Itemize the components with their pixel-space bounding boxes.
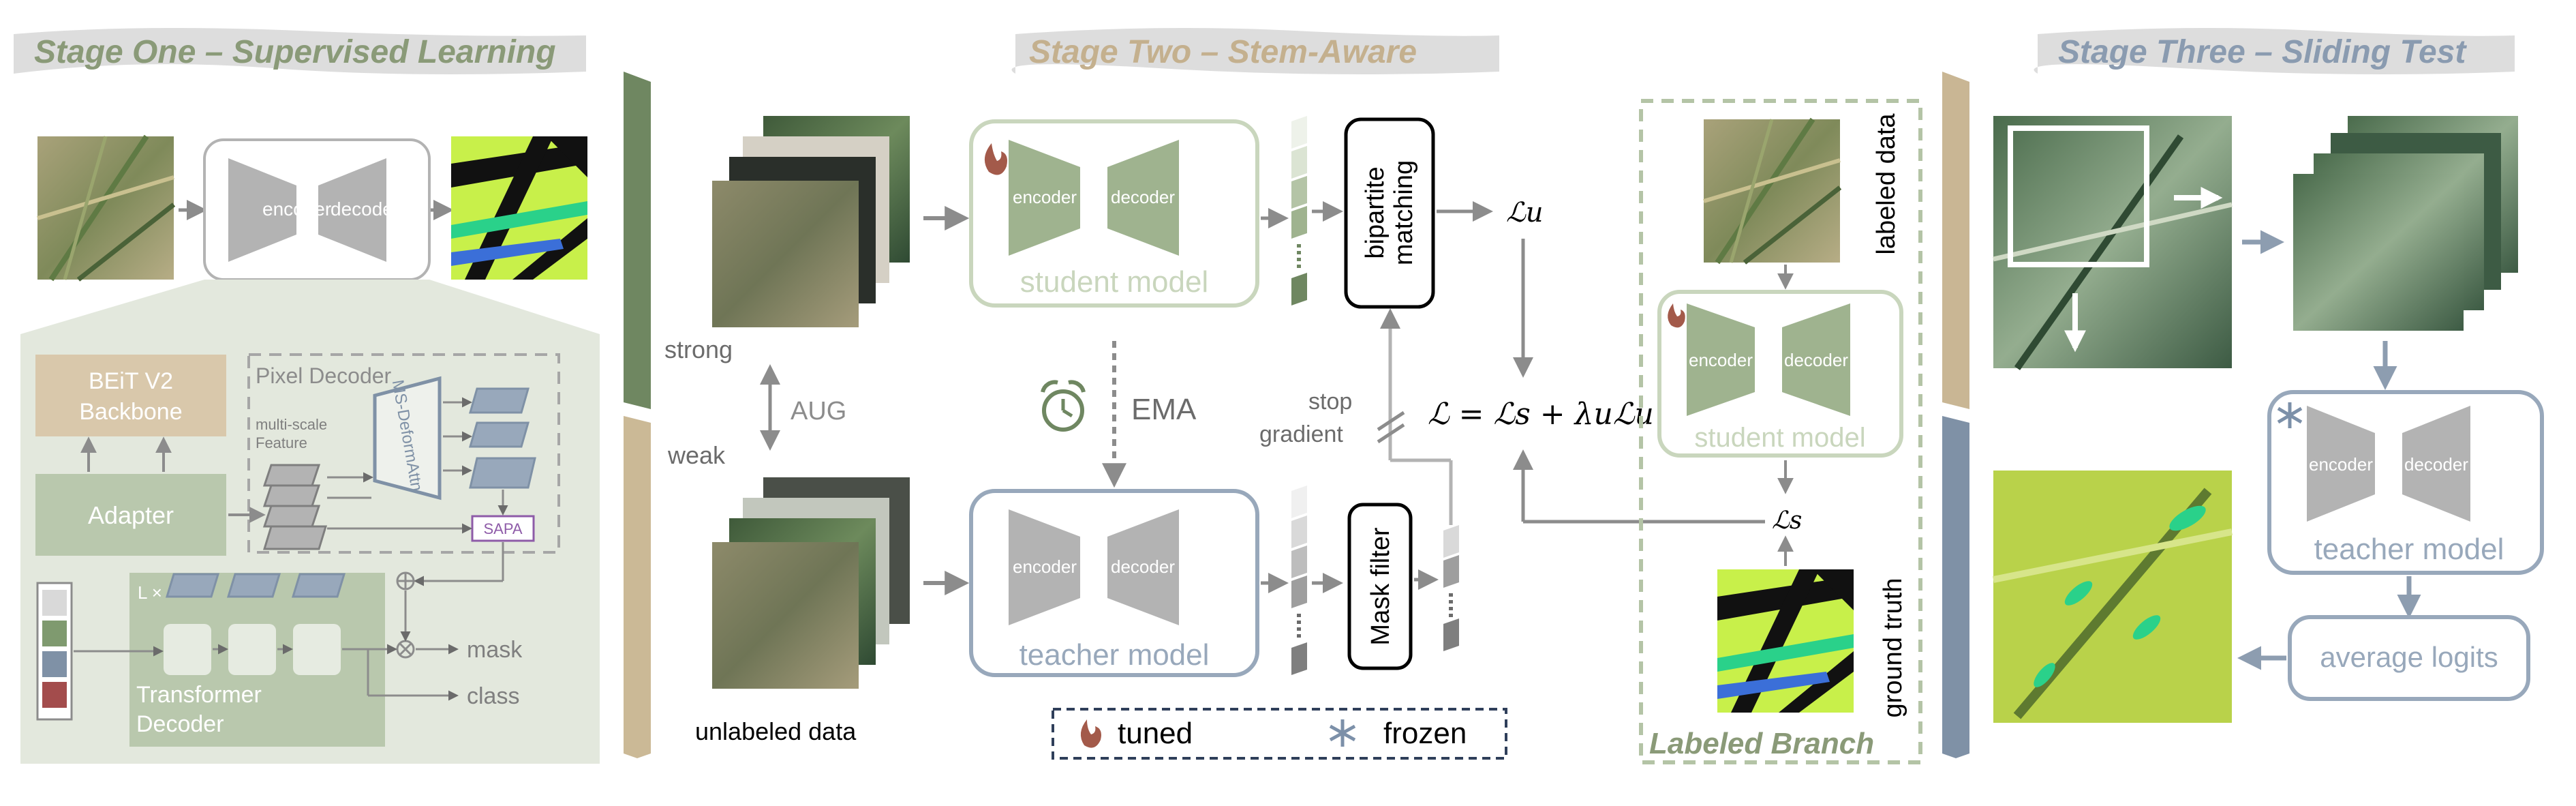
svg-text:average logits: average logits [2320,641,2498,673]
sliding-input-image [1993,116,2232,368]
bipartite-matching-box [1344,117,1435,309]
stage1-encoder-label: encoder [262,198,331,220]
svg-text:decoder: decoder [1784,350,1848,370]
labeled-data-image [1704,119,1840,263]
svg-text:encoder: encoder [1013,556,1077,577]
svg-text:labeled data: labeled data [1872,113,1901,255]
ground-truth-mask [1717,569,1854,713]
strong-aug-stack [712,181,859,327]
svg-text:Adapter: Adapter [88,501,174,529]
patch-stack [2293,174,2464,331]
svg-text:Pixel Decoder: Pixel Decoder [256,363,392,388]
svg-text:Feature: Feature [256,434,307,451]
svg-text:BEiT V2: BEiT V2 [89,368,173,394]
svg-text:tuned: tuned [1118,717,1193,750]
divider-bar-1-bottom [624,416,651,758]
svg-text:decoder: decoder [2404,454,2468,475]
stage1-title-brush [14,28,586,74]
flame-icon [984,143,1007,175]
stage3-title-brush [2034,28,2515,74]
flame-icon [1668,303,1685,328]
divider-bar-2-bottom [1942,416,1969,758]
divider-bar-2-top [1942,72,1969,409]
stage1-output-mask [451,136,587,280]
svg-text:teacher model: teacher model [2314,533,2504,566]
snowflake-icon [2277,402,2303,428]
stage1-input-image [37,136,174,280]
stage1-decoder-label: decoder [331,198,399,220]
svg-text:bipartite: bipartite [1361,166,1390,258]
svg-text:decoder: decoder [1111,187,1175,207]
stage2-title: Stage Two – Stem-Aware [1029,34,1417,70]
mask-filter-box [1347,503,1413,670]
svg-text:unlabeled data: unlabeled data [695,717,857,745]
svg-text:strong: strong [664,335,733,363]
svg-text:encoder: encoder [1013,187,1077,207]
stage2-panel: strong AUG weak unlabeled data encoder d… [664,99,1922,764]
flame-icon [1080,719,1101,748]
backbone-box [35,355,226,436]
svg-text:class: class [467,683,519,709]
msdeform-block [373,376,442,501]
svg-text:encoder: encoder [1689,350,1753,370]
sliding-window [2008,125,2149,267]
svg-text:ℒu: ℒu [1506,197,1544,228]
svg-text:Labeled Branch: Labeled Branch [1649,727,1874,760]
svg-text:AUG: AUG [791,397,846,426]
weak-aug-stack [712,542,859,689]
svg-text:L ×: L × [138,582,162,603]
svg-text:EMA: EMA [1131,393,1197,426]
svg-text:Backbone: Backbone [79,399,182,425]
svg-text:encoder: encoder [2309,454,2373,475]
stage3-title: Stage Three – Sliding Test [2058,34,2467,70]
svg-text:Decoder: Decoder [136,711,224,737]
sapa-box [471,515,535,542]
svg-text:matching: matching [1390,160,1418,265]
total-loss: ℒ = ℒs + λuℒu [1428,397,1654,432]
legend-box [1052,708,1507,760]
pixel-decoder-box [247,353,560,554]
svg-text:Mask filter: Mask filter [1366,527,1395,645]
divider-bar-1-top [624,72,651,409]
stage1-panel: encoder decoder BEiT V2 Backbone Adapter… [20,136,600,764]
svg-text:student model: student model [1694,423,1865,453]
average-logits-box [2288,615,2530,701]
svg-text:decoder: decoder [1111,556,1175,577]
svg-text:SAPA: SAPA [483,520,522,537]
svg-text:mask: mask [467,637,523,663]
svg-text:weak: weak [667,441,726,469]
stage3-panel: encoder decoder teacher model average lo… [1993,116,2544,723]
adapter-box [35,474,226,556]
svg-text:ℒs: ℒs [1772,507,1802,535]
svg-text:multi-scale: multi-scale [256,416,327,433]
alarm-clock-icon [1041,380,1086,432]
svg-text:Transformer: Transformer [136,682,262,708]
svg-text:ground truth: ground truth [1879,578,1907,718]
svg-text:teacher model: teacher model [1019,638,1210,672]
stage1-title: Stage One – Supervised Learning [34,34,556,70]
svg-text:student model: student model [1020,265,1208,299]
svg-text:gradient: gradient [1259,421,1343,447]
svg-text:stop: stop [1308,389,1352,415]
svg-text:frozen: frozen [1383,717,1467,750]
snowflake-icon [1329,719,1356,747]
stage2-title-brush [1011,28,1499,74]
